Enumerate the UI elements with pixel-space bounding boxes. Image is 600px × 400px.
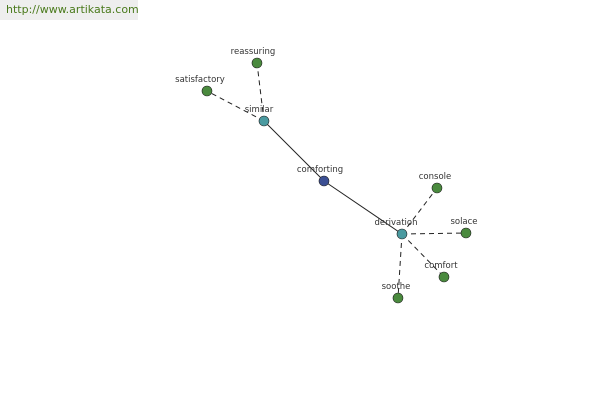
node-label-comforting: comforting [297,165,343,175]
node-label-similar: similar [245,105,274,115]
node-label-reassuring: reassuring [231,47,276,57]
node-label-console: console [419,172,451,182]
edge-similar-satisfactory [206,90,265,122]
node-reassuring[interactable] [251,57,263,69]
node-solace[interactable] [460,227,472,239]
node-comforting[interactable] [318,175,330,187]
node-soothe[interactable] [392,292,404,304]
node-similar[interactable] [258,115,270,127]
labels-layer: comforting similar derivation reassuring sat… [175,47,477,292]
node-label-derivation: derivation [374,218,417,228]
node-label-soothe: soothe [382,282,411,292]
watermark-url: http://www.artikata.com [0,0,139,20]
edge-similar-reassuring [256,62,265,122]
edges-layer [206,62,467,299]
nodes-layer [201,57,472,304]
edge-derivation-comfort [401,233,445,278]
node-derivation[interactable] [396,228,408,240]
node-label-comfort: comfort [424,261,458,271]
edge-comforting-derivation [323,180,403,235]
edge-comforting-similar [263,120,325,182]
node-label-satisfactory: satisfactory [175,75,225,85]
node-label-solace: solace [450,217,477,227]
node-satisfactory[interactable] [201,85,213,97]
edge-derivation-console [401,187,438,235]
edge-derivation-solace [401,232,467,235]
edge-derivation-soothe [397,233,403,299]
node-comfort[interactable] [438,271,450,283]
node-console[interactable] [431,182,443,194]
